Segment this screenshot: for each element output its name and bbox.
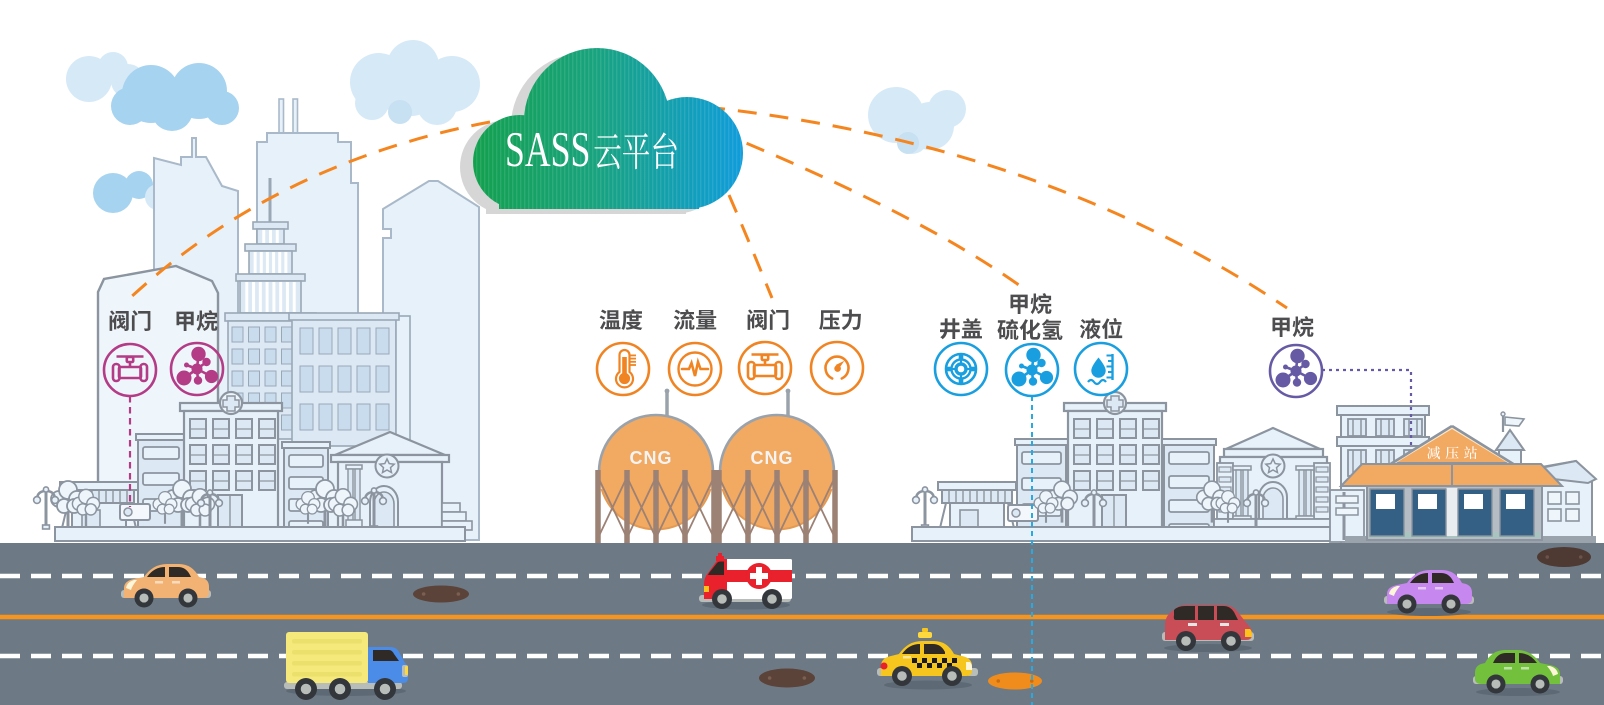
svg-text:CNG: CNG — [751, 448, 794, 468]
svg-text:CNG: CNG — [630, 448, 673, 468]
